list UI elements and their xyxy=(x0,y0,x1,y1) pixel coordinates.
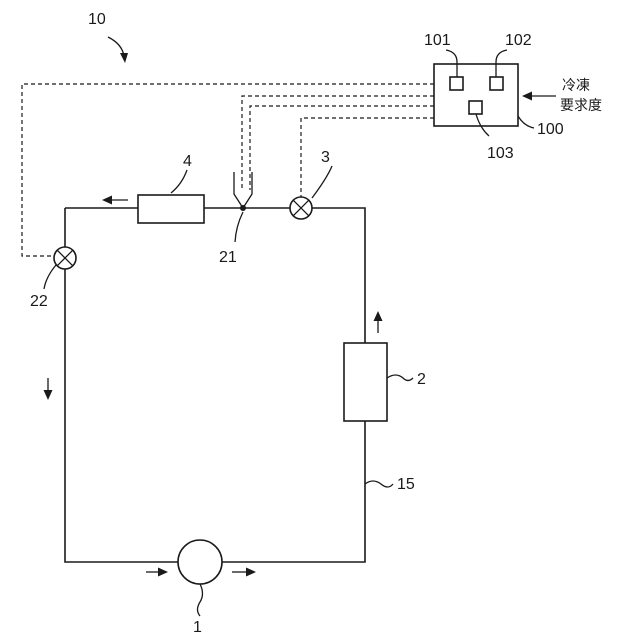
evaporator xyxy=(138,195,204,223)
label-sensor-101: 101 xyxy=(424,32,451,49)
flow-arrow-left xyxy=(44,378,53,400)
label-system: 10 xyxy=(88,11,106,28)
flow-arrow-top xyxy=(102,196,128,205)
sensor-box-102 xyxy=(490,77,503,90)
label-valve-3: 3 xyxy=(321,149,330,166)
label-controller: 100 xyxy=(537,121,564,138)
expansion-valve-icon xyxy=(290,197,312,219)
signal-lines xyxy=(22,84,434,256)
branch-sensor-21 xyxy=(234,172,252,211)
label-sensor-102: 102 xyxy=(505,32,532,49)
flow-arrow-bottom-out xyxy=(232,568,256,577)
label-sensor-103: 103 xyxy=(487,145,514,162)
flow-arrow-bottom-in xyxy=(146,568,168,577)
label-branch: 21 xyxy=(219,249,237,266)
condenser xyxy=(344,343,387,421)
expansion-valve-icon xyxy=(54,247,76,269)
sensor-box-101 xyxy=(450,77,463,90)
request-label-line2: 要求度 xyxy=(560,98,602,114)
label-condenser: 2 xyxy=(417,371,426,388)
compressor-icon xyxy=(178,540,222,584)
label-compressor: 1 xyxy=(193,619,202,636)
system-pointer xyxy=(108,37,128,63)
label-pipe: 15 xyxy=(397,476,415,493)
sensor-box-103 xyxy=(469,101,482,114)
request-input-arrow xyxy=(522,92,556,101)
controller-100 xyxy=(434,64,518,126)
request-label-line1: 冷凍 xyxy=(562,78,590,94)
leader-lines xyxy=(44,50,534,616)
flow-arrow-right xyxy=(374,311,383,333)
label-evaporator: 4 xyxy=(183,153,192,170)
label-valve-22: 22 xyxy=(30,293,48,310)
refrigerant-loop xyxy=(65,208,365,562)
